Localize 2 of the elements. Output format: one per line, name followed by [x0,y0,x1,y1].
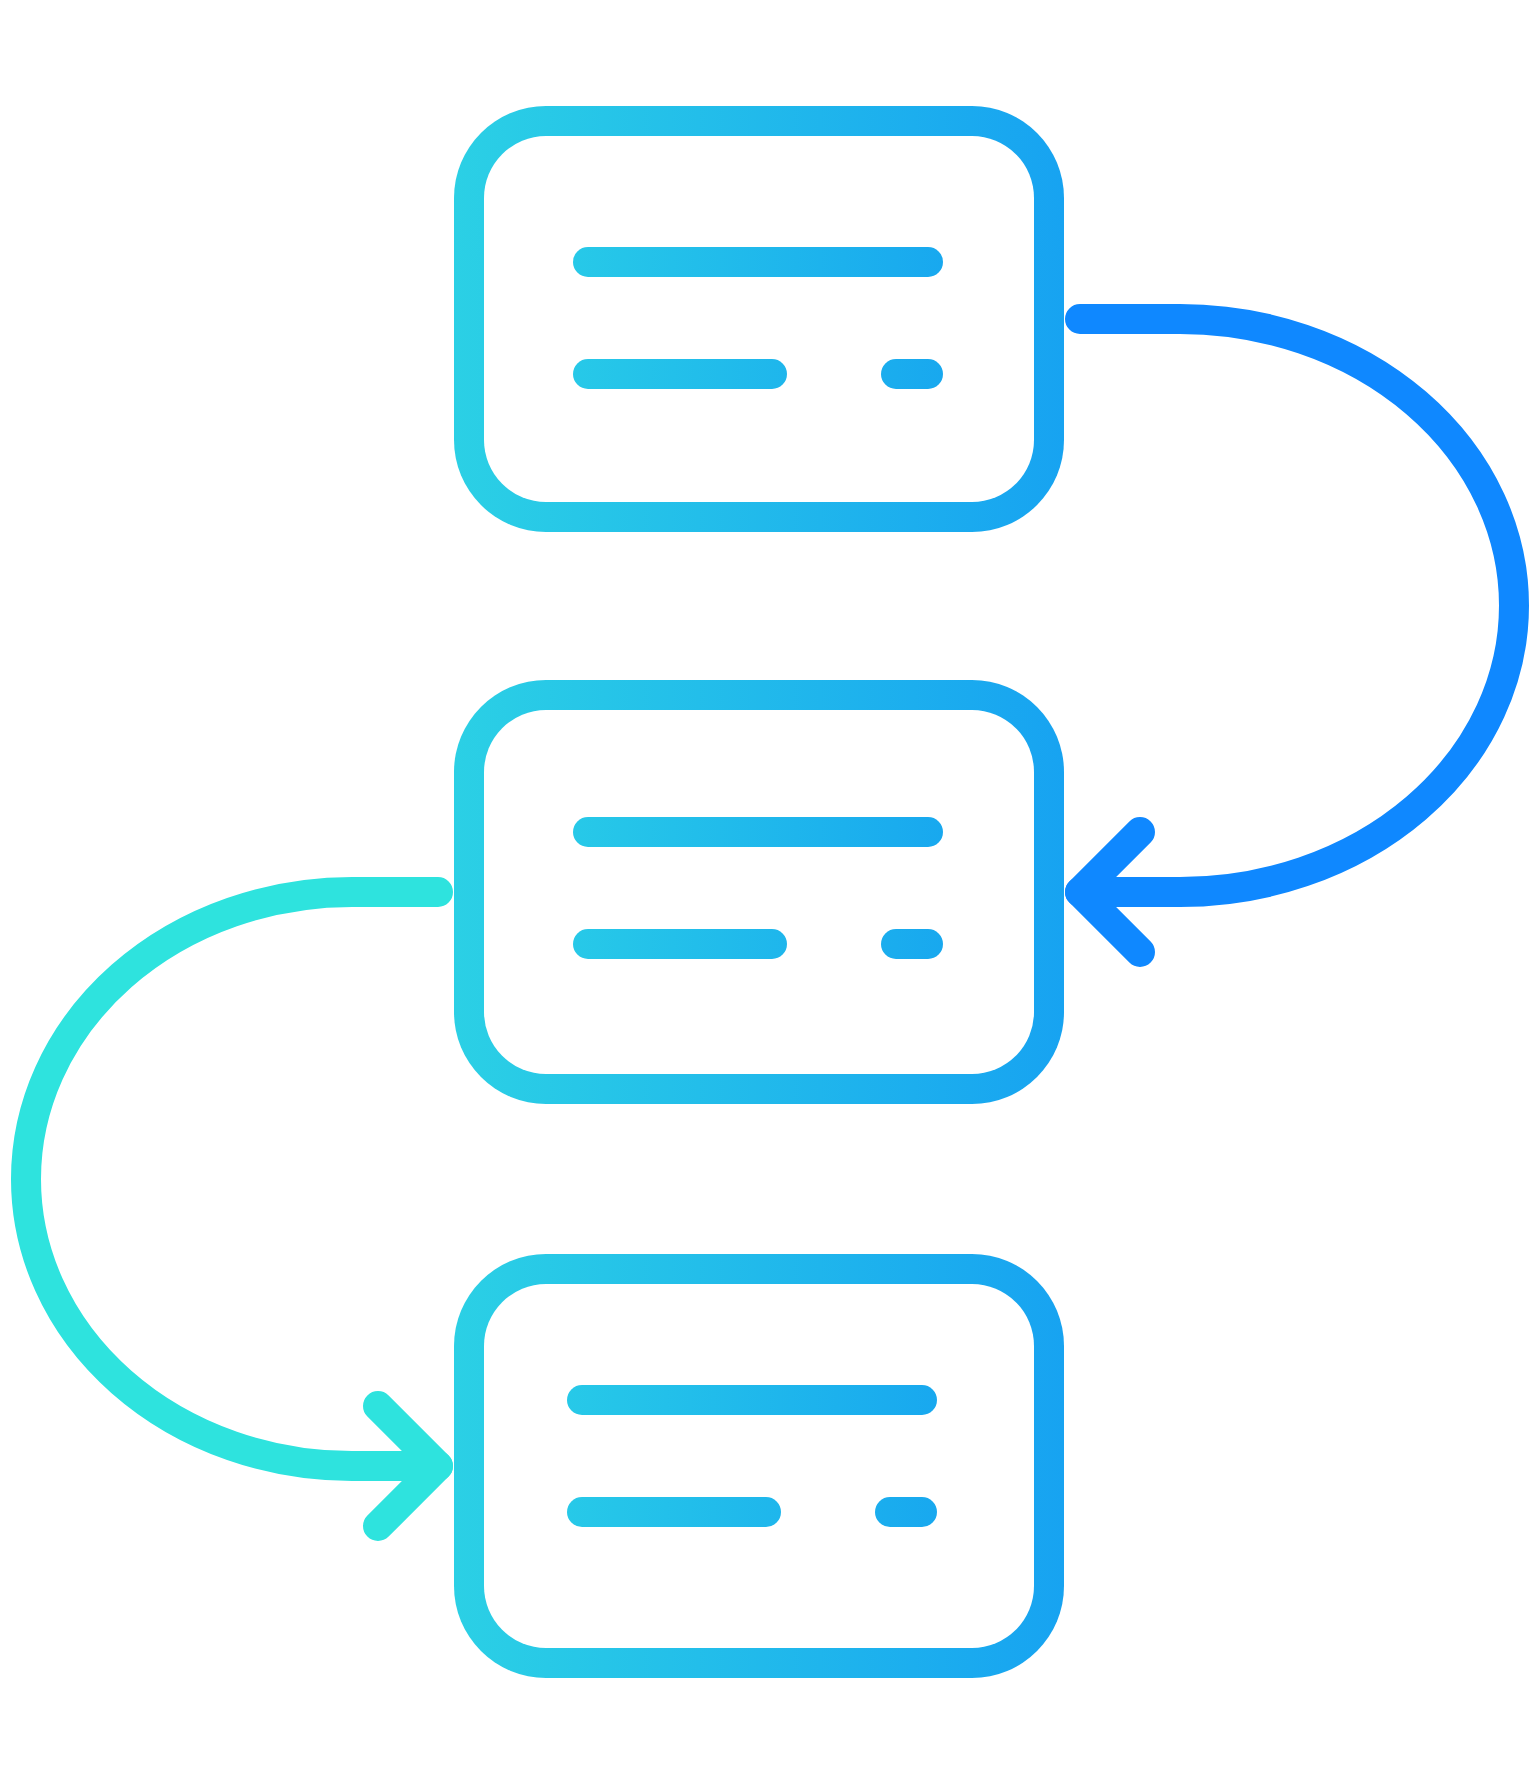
curved-arrow [1065,304,1529,967]
curved-arrow [11,877,453,1541]
